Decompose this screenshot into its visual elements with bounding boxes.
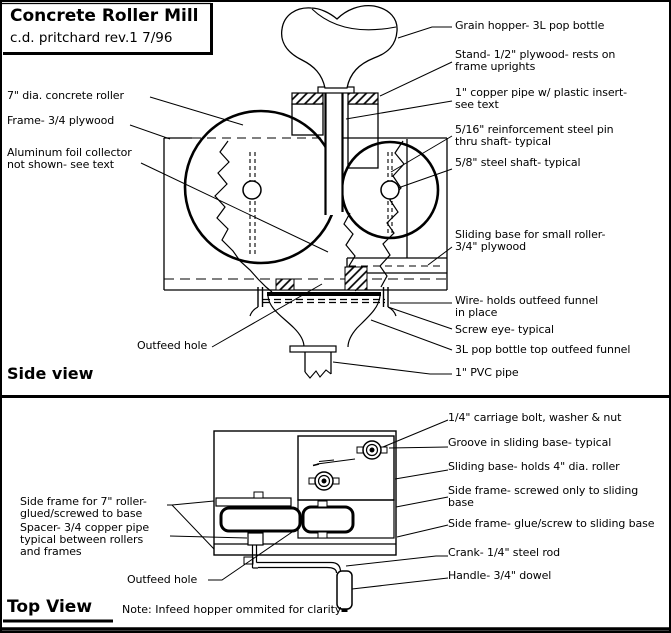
label-line: 3L pop bottle top outfeed funnel	[455, 343, 631, 356]
label-line: Outfeed hole	[127, 573, 198, 586]
label-outfeed-hole-side: Outfeed hole	[137, 340, 207, 352]
label-line: Frame- 3/4 plywood	[7, 114, 115, 127]
label-line: 7" dia. concrete roller	[7, 89, 124, 102]
label-handle: Handle- 3/4" dowel	[448, 570, 551, 582]
label-outfeed-funnel: 3L pop bottle top outfeed funnel	[455, 344, 630, 356]
side-view-leaders	[129, 26, 453, 375]
label-line: Groove in sliding base- typical	[448, 436, 612, 449]
label-pvc-pipe: 1" PVC pipe	[455, 367, 519, 379]
label-line: Side frame- screwed only to sliding	[448, 484, 639, 497]
label-line: Wire- holds outfeed funnel	[455, 294, 599, 307]
top-view-leaders	[167, 419, 449, 590]
label-frame: Frame- 3/4 plywood	[7, 115, 114, 127]
label-line: 5/8" steel shaft- typical	[455, 156, 581, 169]
label-line: Outfeed hole	[137, 339, 208, 352]
label-line: not shown- see text	[7, 158, 114, 171]
label-sliding-base-top: Sliding base- holds 4" dia. roller	[448, 461, 620, 473]
label-line: frame uprights	[455, 60, 536, 73]
label-line: thru shaft- typical	[455, 135, 551, 148]
label-side-frame-glue: Side frame- glue/screw to sliding base	[448, 517, 655, 530]
label-line: Side frame- glue/screw to sliding base	[448, 517, 655, 530]
label-screw-eye: Screw eye- typical	[455, 324, 554, 336]
label-outfeed-hole-top: Outfeed hole	[127, 574, 197, 586]
sheet-title: Concrete Roller Mill	[10, 6, 199, 26]
label-groove: Groove in sliding base- typical	[448, 437, 611, 449]
top-view-heading: Top View	[7, 597, 93, 617]
label-line: Sliding base- holds 4" dia. roller	[448, 460, 620, 473]
label-line: 1" copper pipe w/ plastic insert-	[455, 86, 628, 99]
label-crank: Crank- 1/4" steel rod	[448, 547, 560, 559]
label-copper-pipe: 1" copper pipe w/ plastic insert-see tex…	[455, 87, 627, 111]
label-line: Side frame for 7" roller-	[20, 495, 147, 508]
label-steel-shaft: 5/8" steel shaft- typical	[455, 157, 581, 169]
top-view-note: Note: Infeed hopper ommited for clarity	[122, 603, 342, 616]
label-line: and frames	[20, 545, 82, 558]
label-line: see text	[455, 98, 499, 111]
label-line: glued/screwed to base	[20, 507, 143, 520]
label-line: 1/4" carriage bolt, washer & nut	[448, 411, 622, 424]
label-sliding-base-side: Sliding base for small roller-3/4" plywo…	[455, 228, 606, 253]
label-line: typical between rollers	[20, 533, 144, 546]
label-line: Sliding base for small roller-	[455, 228, 606, 241]
side-view-drawing	[163, 4, 448, 379]
label-line: 1" PVC pipe	[455, 366, 519, 379]
top-view-drawing	[213, 430, 397, 612]
label-line: base	[448, 496, 474, 509]
label-grain-hopper: Grain hopper- 3L pop bottle	[455, 20, 604, 32]
label-line: Crank- 1/4" steel rod	[448, 546, 561, 559]
label-line: Grain hopper- 3L pop bottle	[455, 19, 605, 32]
label-carriage-bolt: 1/4" carriage bolt, washer & nut	[448, 412, 621, 424]
label-line: Stand- 1/2" plywood- rests on	[455, 48, 616, 61]
label-side-frame-7: Side frame for 7" roller-glued/screwed t…	[20, 496, 147, 520]
label-line: 5/16" reinforcement steel pin	[455, 123, 614, 136]
label-line: Handle- 3/4" dowel	[448, 569, 552, 582]
label-line: 3/4" plywood	[455, 240, 527, 253]
sheet-subtitle: c.d. pritchard rev.1 7/96	[10, 30, 173, 46]
label-line: in place	[455, 306, 498, 319]
label-line: Spacer- 3/4 copper pipe	[20, 521, 150, 534]
side-view-heading: Side view	[7, 364, 94, 383]
label-line: Screw eye- typical	[455, 323, 554, 336]
label-line: Aluminum foil collector	[7, 146, 132, 159]
label-concrete-roller: 7" dia. concrete roller	[7, 90, 124, 102]
